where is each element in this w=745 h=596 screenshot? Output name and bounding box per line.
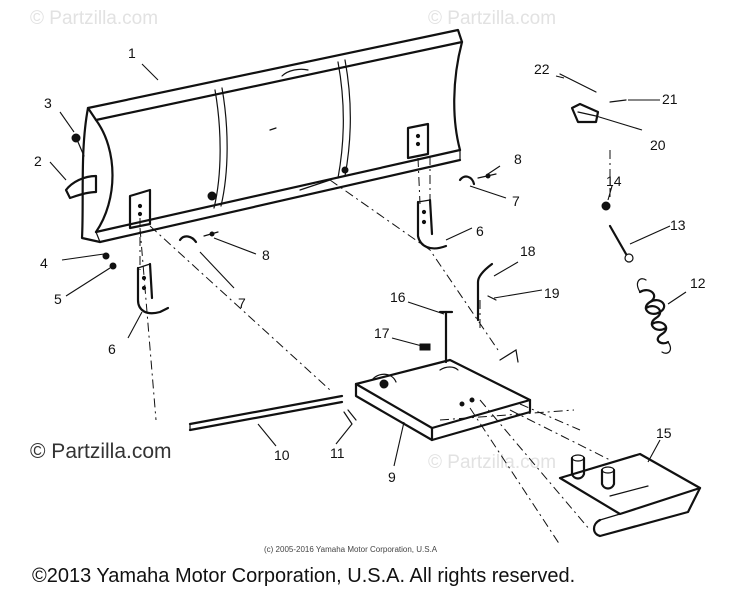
callout-4: 4	[40, 255, 48, 271]
skid-shoe-left	[136, 262, 170, 315]
nut-17	[419, 343, 431, 351]
callout-11: 11	[330, 445, 345, 461]
watermark-top-left: © Partzilla.com	[30, 8, 159, 29]
blade-end-piece	[64, 174, 98, 200]
block-20	[570, 102, 600, 124]
copyright-main: ©2013 Yamaha Motor Corporation, U.S.A. A…	[32, 565, 576, 587]
callout-14: 14	[606, 173, 622, 189]
spring-12	[636, 278, 672, 354]
callout-3: 3	[44, 95, 52, 111]
bolt-3	[71, 133, 85, 157]
callout-1: 1	[128, 45, 136, 61]
pin-22	[559, 73, 597, 93]
callout-8-right: 8	[514, 151, 522, 167]
cotter-pin-11	[343, 409, 357, 425]
callout-22: 22	[534, 61, 550, 77]
rod-10	[188, 394, 344, 432]
washer-5	[109, 262, 117, 270]
callout-2: 2	[34, 153, 42, 169]
plow-blade	[80, 28, 464, 244]
assembly-lines	[139, 150, 611, 546]
callout-15: 15	[656, 425, 672, 441]
bent-pin-18	[476, 262, 494, 322]
callout-20: 20	[650, 137, 666, 153]
callout-6-right: 6	[476, 223, 484, 239]
pin-and-clip-right	[458, 173, 497, 186]
skid-shoe-right	[416, 198, 448, 250]
callout-13: 13	[670, 217, 686, 233]
screw-21	[609, 99, 627, 103]
watermark-top-right: © Partzilla.com	[428, 8, 557, 29]
mounting-frame	[354, 349, 532, 442]
watermark-middle: © Partzilla.com	[428, 452, 557, 473]
callout-12: 12	[690, 275, 706, 291]
eye-bolt-13	[608, 224, 634, 263]
callout-6-left: 6	[108, 341, 116, 357]
callout-19: 19	[544, 285, 560, 301]
callout-8-left: 8	[262, 247, 270, 263]
nut-4	[102, 252, 110, 260]
callout-10: 10	[274, 447, 290, 463]
callout-leaders	[49, 63, 687, 467]
clip-19	[487, 295, 497, 301]
watermark-left: © Partzilla.com	[30, 440, 172, 463]
callout-5: 5	[54, 291, 62, 307]
callout-7-right: 7	[512, 193, 520, 209]
copyright-small: (c) 2005-2016 Yamaha Motor Corporation, …	[264, 545, 438, 554]
nut-14	[601, 201, 611, 211]
receiver-bracket	[558, 452, 702, 538]
callout-21: 21	[662, 91, 678, 107]
callout-17: 17	[374, 325, 390, 341]
callout-7-left: 7	[238, 295, 246, 311]
callout-9: 9	[388, 469, 396, 485]
callout-16: 16	[390, 289, 406, 305]
callout-18: 18	[520, 243, 536, 259]
pin-and-clip-left	[178, 231, 219, 244]
callout-labels: 1 2 3 4 5 6 6 7 7 8 8 9 10 11 12 13 14 1…	[34, 45, 706, 485]
bolt-16	[438, 310, 454, 364]
